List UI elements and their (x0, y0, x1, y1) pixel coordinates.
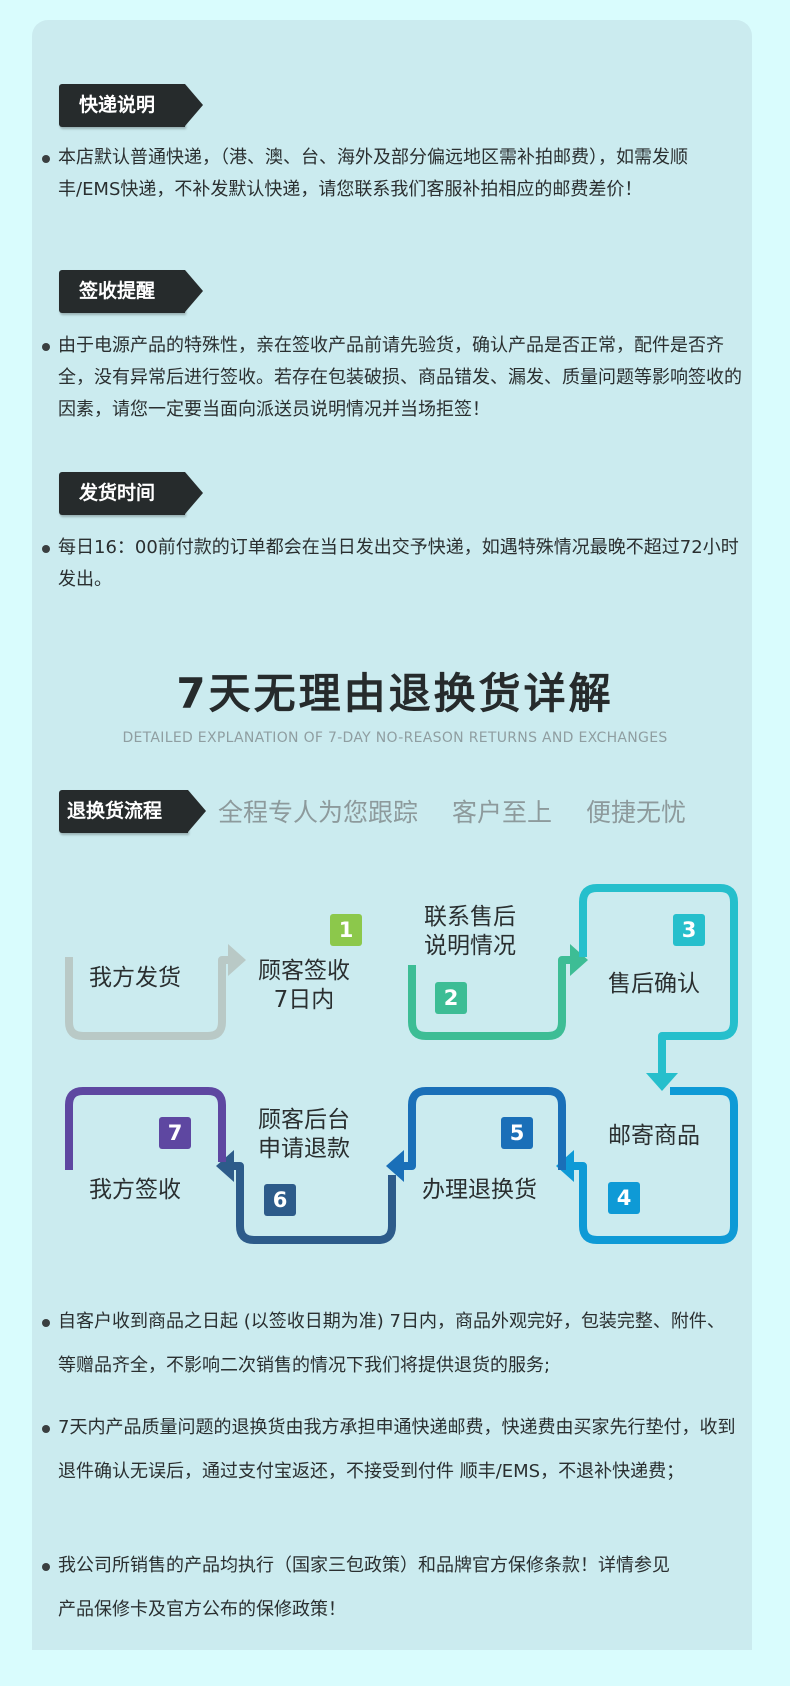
bullet-icon (42, 343, 50, 351)
bullet-icon (42, 1319, 50, 1327)
signing-text-content: 由于电源产品的特殊性，亲在签收产品前请先验货，确认产品是否正常，配件是否齐全，没… (58, 335, 742, 420)
section-tag-shipping: 快递说明 (59, 84, 203, 127)
policy-2-text: 7天内产品质量问题的退换货由我方承担申通快递邮费，快递费由买家先行垫付，收到退件… (58, 1417, 736, 1482)
policy-3-text: 我公司所销售的产品均执行（国家三包政策）和品牌官方保修条款！详情参见产品保修卡及… (58, 1555, 670, 1620)
step-request-refund: 顾客后台 申请退款 (258, 1107, 350, 1162)
slogan: 全程专人为您跟踪 客户至上 便捷无忧 (218, 793, 712, 829)
delivery-time-text: 每日16：00前付款的订单都会在当日发出交予快递，如遇特殊情况最晚不超过72小时… (42, 532, 748, 596)
slogan-2: 客户至上 (451, 798, 552, 827)
slogan-1: 全程专人为您跟踪 (218, 798, 419, 827)
returns-title: 7天无理由退换货详解 (176, 669, 614, 718)
policy-2: 7天内产品质量问题的退换货由我方承担申通快递邮费，快递费由买家先行垫付，收到退件… (42, 1406, 738, 1494)
policy-1-text: 自客户收到商品之日起 (以签收日期为准) 7日内，商品外观完好，包装完整、附件、… (58, 1311, 725, 1376)
returns-subtitle: DETAILED EXPLANATION OF 7-DAY NO-REASON … (122, 730, 668, 746)
policy-1: 自客户收到商品之日起 (以签收日期为准) 7日内，商品外观完好，包装完整、附件、… (42, 1300, 738, 1388)
section-tag-process: 退换货流程 (59, 790, 206, 833)
shipping-text: 本店默认普通快递，（港、澳、台、海外及部分偏远地区需补拍邮费），如需发顺丰/EM… (42, 142, 748, 206)
bullet-icon (42, 1563, 50, 1571)
shipping-text-content: 本店默认普通快递，（港、澳、台、海外及部分偏远地区需补拍邮费），如需发顺丰/EM… (58, 147, 688, 200)
bullet-icon (42, 1425, 50, 1433)
slogan-3: 便捷无忧 (585, 798, 686, 827)
step-contact-aftersale: 联系售后 说明情况 (424, 904, 516, 959)
policy-3: 我公司所销售的产品均执行（国家三包政策）和品牌官方保修条款！详情参见产品保修卡及… (42, 1544, 678, 1632)
bullet-icon (42, 545, 50, 553)
section-tag-signing: 签收提醒 (59, 270, 203, 313)
step-customer-sign-label: 顾客签收 7日内 (258, 957, 350, 1015)
delivery-time-text-content: 每日16：00前付款的订单都会在当日发出交予快递，如遇特殊情况最晚不超过72小时… (58, 537, 739, 590)
signing-text: 由于电源产品的特殊性，亲在签收产品前请先验货，确认产品是否正常，配件是否齐全，没… (42, 330, 748, 426)
bullet-icon (42, 155, 50, 163)
section-tag-delivery-time: 发货时间 (59, 472, 203, 515)
